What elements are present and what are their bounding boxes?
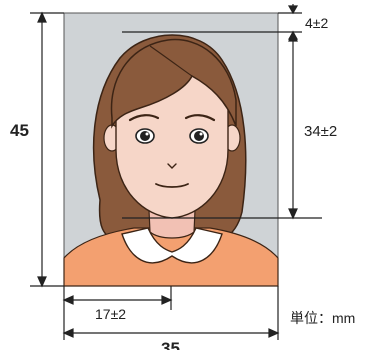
left-eye [135, 128, 155, 144]
width-dimension [62, 286, 280, 340]
nose [167, 163, 177, 169]
mouth [155, 183, 189, 188]
face-center-dimension [62, 286, 173, 340]
hair-part-line [149, 45, 193, 77]
right-eye [189, 128, 209, 144]
width-label: 35 [161, 339, 180, 350]
unit-label: 単位：mm [290, 310, 355, 326]
height-dimension [30, 11, 64, 288]
hair-bangs [110, 38, 237, 129]
top-margin-label: 4±2 [305, 15, 328, 31]
portrait-illustration [63, 34, 279, 287]
face-height-dimension [122, 30, 322, 220]
left-eyebrow [128, 114, 160, 122]
face-height-label: 34±2 [304, 123, 337, 140]
face-center-label: 17±2 [95, 306, 126, 322]
height-label: 45 [10, 121, 29, 140]
right-eyebrow [184, 114, 216, 122]
collar [121, 227, 223, 264]
